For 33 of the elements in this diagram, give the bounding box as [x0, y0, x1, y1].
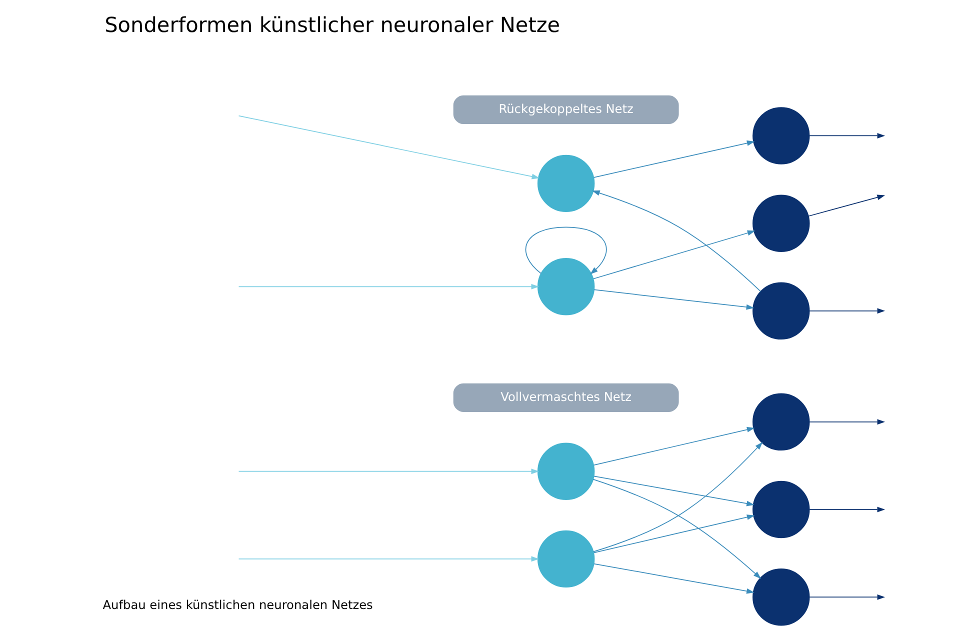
- node-box: Vollvermaschtes Netz: [452, 383, 678, 412]
- arrow: [593, 476, 754, 506]
- node-circle: [536, 442, 594, 500]
- arrow: [238, 556, 539, 562]
- diagram-title: Sonderformen künstlicher neuronaler Netze: [104, 12, 560, 37]
- arrow: [591, 190, 761, 292]
- node-circle: [752, 480, 810, 538]
- arrow: [238, 468, 539, 474]
- node-circle: [752, 194, 810, 252]
- arrow: [238, 284, 539, 290]
- arrow: [592, 442, 762, 552]
- arrow: [593, 514, 754, 554]
- arrow: [592, 478, 761, 579]
- arrow: [808, 308, 885, 314]
- arrow: [593, 289, 754, 310]
- arrow: [238, 115, 540, 180]
- node-circle: [536, 154, 594, 212]
- arrow: [593, 140, 754, 178]
- node-circle: [536, 530, 594, 588]
- arrow: [524, 226, 606, 274]
- arrow: [593, 563, 754, 594]
- label: Aufbau eines künstlichen neuronalen Netzes: [102, 598, 372, 612]
- node-box: Rückgekoppeltes Netz: [452, 95, 678, 124]
- arrow: [592, 230, 755, 280]
- arrow: [808, 133, 885, 138]
- node-circle: [752, 282, 810, 340]
- node-circle: [536, 258, 594, 316]
- arrow: [808, 194, 885, 217]
- arrow: [808, 594, 885, 600]
- node-circle: [752, 107, 810, 164]
- arrow: [593, 426, 754, 466]
- arrow: [808, 506, 885, 512]
- arrow: [808, 419, 885, 425]
